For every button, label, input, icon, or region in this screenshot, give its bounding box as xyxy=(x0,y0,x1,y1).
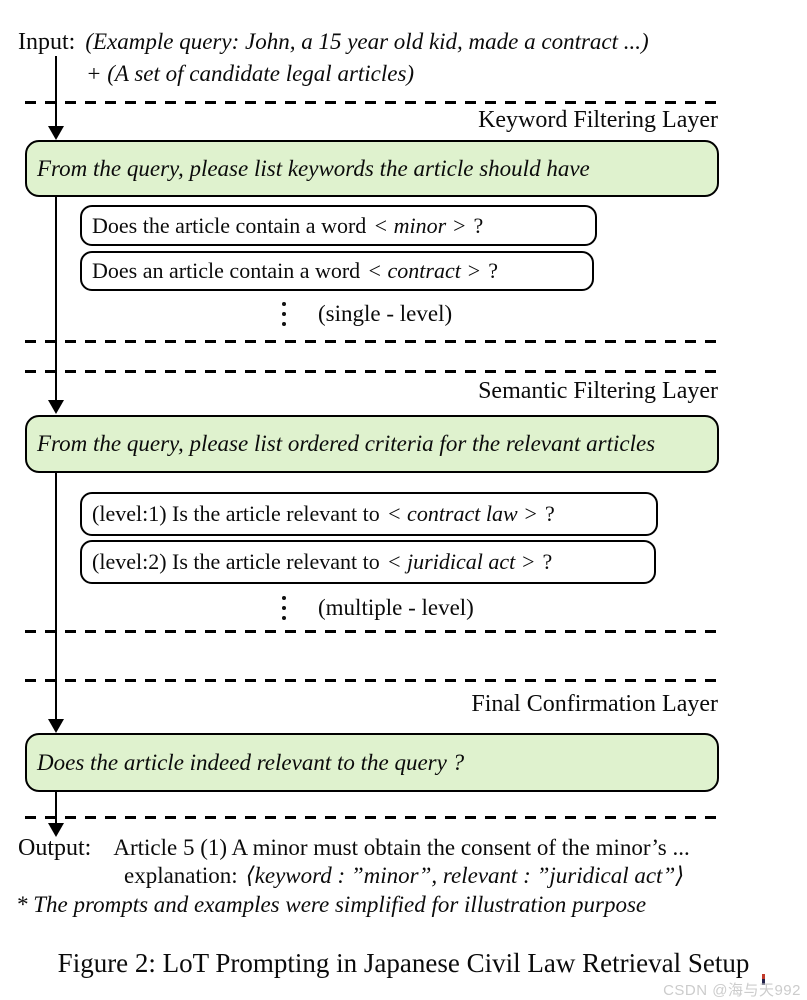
question-box: Does the article contain a word < minor … xyxy=(80,205,597,246)
dashed-separator xyxy=(25,370,720,373)
prompt-box-final: Does the article indeed relevant to the … xyxy=(25,733,719,792)
layer-label-final-confirmation: Final Confirmation Layer xyxy=(471,691,718,717)
question-term: < contract law > xyxy=(386,501,538,526)
question-suffix: ? xyxy=(473,212,484,238)
prompt-box-keyword: From the query, please list keywords the… xyxy=(25,140,719,197)
output-article-text: Article 5 (1) A minor must obtain the co… xyxy=(113,835,690,860)
question-box: (level:2) Is the article relevant to < j… xyxy=(80,540,656,584)
flow-line-segment-3 xyxy=(55,473,57,721)
arrowhead-icon xyxy=(48,400,64,414)
level-note: (single - level) xyxy=(318,301,453,326)
question-suffix: ? xyxy=(488,258,498,283)
flow-line-segment-4 xyxy=(55,792,57,824)
flow-line-segment-2 xyxy=(55,197,57,402)
question-suffix: ? xyxy=(542,549,553,574)
level-note: (multiple - level) xyxy=(318,595,474,620)
dashed-separator xyxy=(25,340,720,343)
dashed-separator xyxy=(25,630,720,633)
prompt-text: Does the article indeed relevant to the … xyxy=(37,749,465,775)
prompt-text: From the query, please list keywords the… xyxy=(37,155,590,181)
input-line: Input: (Example query: John, a 15 year o… xyxy=(18,29,649,56)
vertical-ellipsis-icon xyxy=(282,302,286,326)
question-box: Does an article contain a word < contrac… xyxy=(80,251,594,291)
input-query-text: (Example query: John, a 15 year old kid,… xyxy=(85,29,649,54)
explanation-prefix: explanation: xyxy=(124,863,238,888)
output-line: Output: Article 5 (1) A minor must obtai… xyxy=(18,835,690,862)
explanation-math: ⟨keyword : ”minor”, relevant : ”juridica… xyxy=(245,863,685,888)
layer-label-semantic-filtering: Semantic Filtering Layer xyxy=(478,378,718,404)
flow-line-segment-1 xyxy=(55,56,57,128)
prompt-box-semantic: From the query, please list ordered crit… xyxy=(25,415,719,473)
dashed-separator xyxy=(25,101,720,104)
output-explanation-line: explanation: ⟨keyword : ”minor”, relevan… xyxy=(124,863,684,889)
simplification-footnote: * The prompts and examples were simplifi… xyxy=(16,892,647,917)
prompt-text: From the query, please list ordered crit… xyxy=(37,431,656,456)
watermark-text: CSDN @海与天992 xyxy=(663,982,801,999)
dashed-separator xyxy=(25,816,720,819)
input-label: Input: xyxy=(18,29,76,55)
figure-caption: Figure 2: LoT Prompting in Japanese Civi… xyxy=(57,948,750,978)
question-prefix: (level:2) Is the article relevant to xyxy=(92,549,380,574)
arrowhead-icon xyxy=(48,719,64,733)
arrowhead-icon xyxy=(48,823,64,837)
question-suffix: ? xyxy=(545,501,555,526)
vertical-ellipsis-icon xyxy=(282,596,286,620)
question-box: (level:1) Is the article relevant to < c… xyxy=(80,492,658,536)
layer-label-keyword-filtering: Keyword Filtering Layer xyxy=(478,107,718,133)
question-term: < juridical act > xyxy=(386,549,536,574)
arrowhead-icon xyxy=(48,126,64,140)
dashed-separator xyxy=(25,679,720,682)
question-prefix: Does the article contain a word xyxy=(92,212,367,238)
cursor-artifact xyxy=(762,974,765,985)
question-prefix: Does an article contain a word xyxy=(92,258,361,283)
output-label: Output: xyxy=(18,835,92,861)
input-articles-text: + (A set of candidate legal articles) xyxy=(86,61,415,86)
question-term: < minor > xyxy=(373,212,467,238)
question-term: < contract > xyxy=(367,258,482,283)
question-prefix: (level:1) Is the article relevant to xyxy=(92,501,380,526)
